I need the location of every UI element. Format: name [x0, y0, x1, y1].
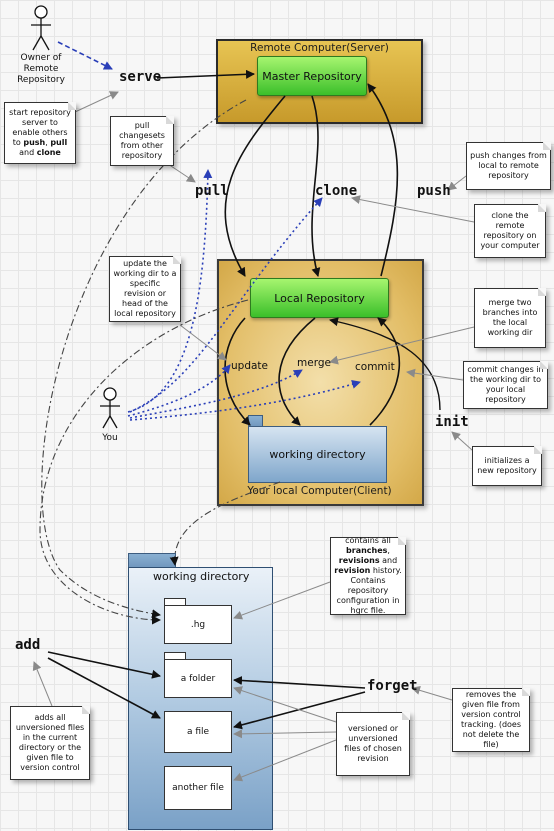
a-folder[interactable]: a folder [164, 659, 232, 698]
working-directory-small[interactable]: working directory [248, 426, 387, 483]
serve-note-text: start repository server to enable others… [9, 108, 71, 147]
serve-command[interactable]: serve [119, 69, 162, 85]
push-note-text: push changes from local to remote reposi… [470, 151, 547, 180]
remote-computer-title: Remote Computer(Server) [250, 42, 389, 54]
clone-command[interactable]: clone [315, 183, 358, 199]
serve-note-and: and [19, 148, 37, 157]
you-to-pull-dots [127, 169, 213, 413]
serve-note-pull: pull [50, 138, 68, 147]
you-to-clone-dots [129, 197, 323, 413]
add-to-file-arrow [47, 657, 161, 719]
local-to-hg-line [39, 299, 249, 625]
forget-to-folder-arrow [233, 675, 366, 689]
owner-to-serve-arrow [57, 41, 113, 70]
commit-note-text: commit changes in the working dir to you… [467, 365, 544, 404]
hg-note-revisions: revisions [338, 556, 380, 565]
serve-note-push: push [23, 138, 46, 147]
pull-note-text: pull changesets from other repository [119, 121, 165, 160]
update-note: update the working dir to a specific rev… [109, 256, 181, 322]
hg-note-sep: , [387, 546, 390, 555]
hg-note-post: history. Contains repository configurati… [336, 566, 402, 615]
push-arrow [367, 83, 399, 277]
update-command[interactable]: update [231, 360, 268, 372]
commit-note: commit changes in the working dir to you… [463, 361, 548, 409]
you-to-update-dots [127, 364, 231, 417]
pull-note: pull changesets from other repository [110, 116, 174, 166]
hg-folder[interactable]: .hg [164, 605, 232, 644]
merge-note: merge two branches into the local workin… [474, 288, 546, 348]
hg-note-and: and [379, 556, 398, 565]
merge-command[interactable]: merge [297, 357, 331, 369]
serve-note: start repository server to enable others… [4, 102, 76, 164]
init-arrow [329, 317, 441, 411]
hg-note-branches: branches [346, 546, 388, 555]
hg-note-text: contains all [345, 536, 391, 545]
push-command[interactable]: push [417, 183, 451, 199]
commit-arrow [369, 317, 401, 426]
pull-command[interactable]: pull [195, 183, 229, 199]
push-note: push changes from local to remote reposi… [466, 142, 551, 190]
local-repository[interactable]: Local Repository [250, 278, 389, 318]
init-note-text: initializes a new repository [477, 456, 537, 475]
you-stick-figure [100, 387, 120, 429]
hg-note: contains all branches, revisions and rev… [330, 536, 406, 615]
master-to-hg-line [41, 99, 247, 619]
init-note: initializes a new repository [472, 446, 542, 486]
you-to-commit-dots [129, 379, 361, 421]
hg-note-revision: revision [334, 566, 371, 575]
local-computer-title: Your local Computer(Client) [247, 485, 392, 497]
master-repository[interactable]: Master Repository [257, 56, 367, 96]
serve-to-master-arrow [156, 69, 255, 79]
update-note-text: update the working dir to a specific rev… [113, 259, 177, 318]
owner-label: Owner of Remote Repository [17, 53, 65, 85]
pull-arrow [224, 95, 286, 277]
wd-to-panel-line [169, 481, 281, 566]
a-file[interactable]: a file [164, 711, 232, 753]
clone-note: clone the remote repository on your comp… [474, 204, 546, 258]
versioned-note-text: versioned or unversioned files of chosen… [344, 724, 402, 763]
another-file[interactable]: another file [164, 766, 232, 810]
clone-arrow [311, 95, 321, 277]
merge-note-text: merge two branches into the local workin… [482, 298, 538, 337]
clone-note-text: clone the remote repository on your comp… [480, 211, 540, 250]
forget-command[interactable]: forget [367, 678, 418, 694]
add-note-text: adds all unversioned files in the curren… [15, 713, 85, 772]
hg-folder-tab [164, 598, 186, 606]
add-to-folder-arrow [47, 651, 161, 679]
you-label: You [102, 433, 118, 443]
forget-note-text: removes the given file from version cont… [461, 690, 521, 749]
owner-stick-figure [31, 5, 51, 51]
serve-note-clone: clone [36, 148, 61, 157]
forget-note: removes the given file from version cont… [452, 688, 530, 752]
remote-computer-box: Remote Computer(Server) [216, 39, 423, 124]
versioned-note: versioned or unversioned files of chosen… [336, 712, 410, 776]
merge-arrow [278, 317, 316, 426]
init-command[interactable]: init [435, 414, 469, 430]
add-note: adds all unversioned files in the curren… [10, 706, 90, 780]
commit-command[interactable]: commit [355, 361, 395, 373]
add-command[interactable]: add [15, 637, 41, 653]
a-folder-tab [164, 652, 186, 660]
serve-note-sep: , [45, 138, 51, 147]
you-to-merge-dots [129, 369, 303, 419]
working-directory-panel-title: working directory [153, 570, 250, 583]
